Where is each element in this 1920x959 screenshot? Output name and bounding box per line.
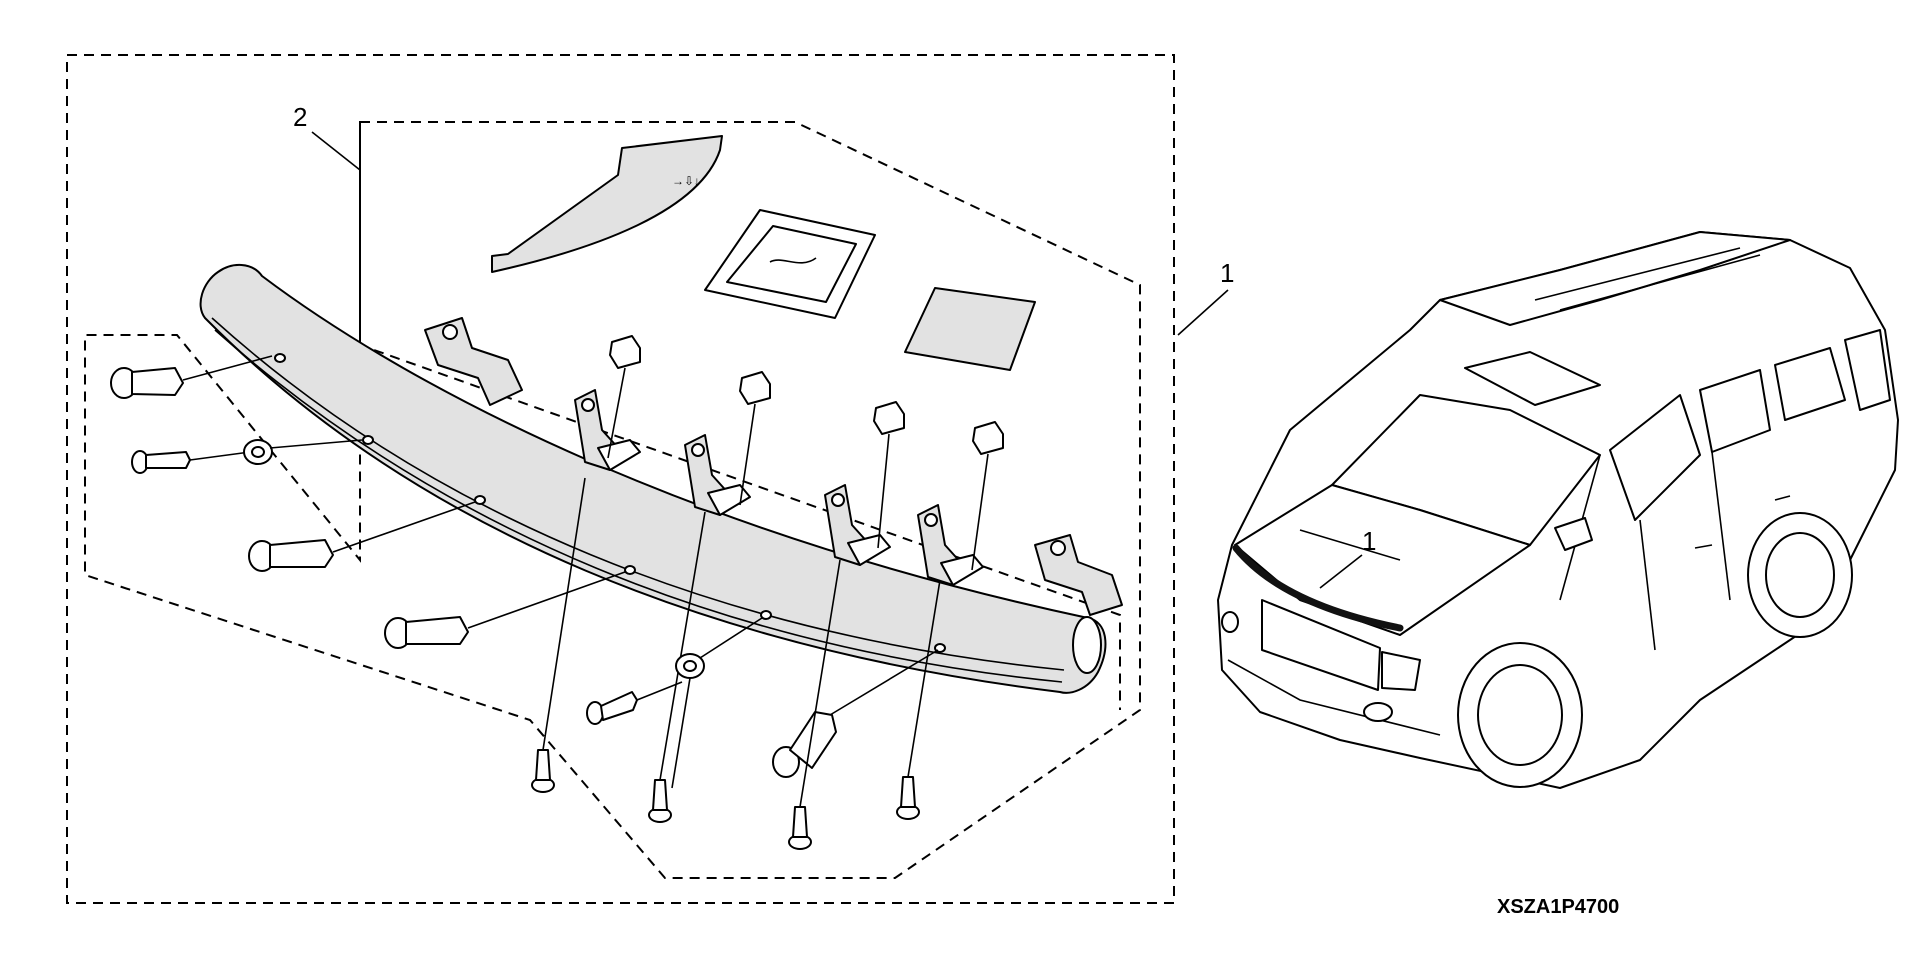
screw-6 <box>896 579 941 820</box>
cleaning-pad <box>704 209 876 319</box>
collar-2 <box>671 617 763 789</box>
clip-nut-4 <box>971 421 1004 571</box>
screw-5 <box>788 559 841 850</box>
screw-2 <box>586 681 683 725</box>
adhesive-pad <box>904 287 1036 371</box>
bracket-end-left <box>424 317 523 406</box>
clip-nut-1 <box>607 335 641 459</box>
bracket-end-right <box>1034 534 1123 616</box>
subkit-group-outline <box>84 121 1141 879</box>
bracket-clip-2 <box>684 434 751 516</box>
bracket-clip-3 <box>824 484 891 566</box>
callout-2: 2 <box>293 102 307 132</box>
callout-1-kit-leader <box>1177 289 1229 336</box>
clip-nut-2 <box>739 371 771 506</box>
vehicle-illustration <box>1217 231 1899 789</box>
template-strip: →⇩↓ <box>491 135 723 273</box>
figure-code: XSZA1P4700 <box>1497 896 1619 918</box>
push-clip-4 <box>772 649 939 778</box>
kit-group-outline <box>66 54 1175 904</box>
screw-1 <box>131 450 251 474</box>
callout-1-vehicle-leader <box>1319 554 1363 589</box>
bracket-clip-1 <box>574 389 641 471</box>
hood-deflector <box>199 264 1107 694</box>
callout-1-vehicle: 1 <box>1362 526 1376 556</box>
push-clip-3 <box>384 571 626 649</box>
vehicle-deflector-highlight <box>1232 544 1404 632</box>
bracket-clip-4 <box>917 504 984 586</box>
push-clip-2 <box>248 501 476 572</box>
push-clip-1 <box>110 355 273 399</box>
svg-text:→⇩↓: →⇩↓ <box>672 174 700 188</box>
collar-1 <box>243 439 363 465</box>
clip-nut-3 <box>873 401 905 549</box>
inner-group-outline <box>359 122 1121 710</box>
screw-3 <box>531 477 586 793</box>
callout-1-kit: 1 <box>1220 258 1234 288</box>
screw-4 <box>648 511 706 823</box>
callout-2-leader <box>311 131 361 171</box>
